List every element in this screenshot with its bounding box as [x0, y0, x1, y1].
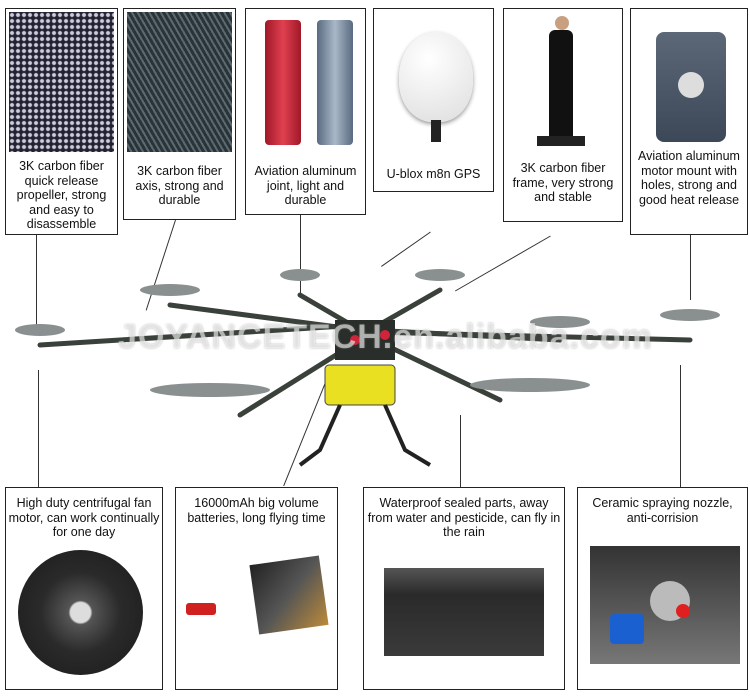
carbon-propeller-image	[9, 12, 114, 152]
feature-waterproof: Waterproof sealed parts, away from water…	[363, 487, 565, 690]
feature-battery: 16000mAh big volume batteries, long flyi…	[175, 487, 338, 690]
battery-image	[249, 555, 329, 635]
feature-nozzle: Ceramic spraying nozzle, anti-corrision	[577, 487, 748, 690]
frame-with-person-image	[507, 12, 619, 152]
drone-illustration	[15, 269, 720, 467]
nozzle-image	[590, 546, 740, 664]
feature-axis: 3K carbon fiber axis, strong and durable	[123, 8, 236, 220]
pointer-line	[300, 215, 301, 295]
motor-image	[18, 550, 143, 675]
pointer-line	[36, 235, 37, 325]
pointer-line	[460, 415, 461, 487]
feature-frame: 3K carbon fiber frame, very strong and s…	[503, 8, 623, 222]
gps-module-image	[377, 12, 490, 152]
feature-propeller: 3K carbon fiber quick release propeller,…	[5, 8, 118, 235]
pointer-line	[680, 365, 681, 487]
sealed-parts-image	[384, 568, 544, 656]
feature-motor-mount: Aviation aluminum motor mount with holes…	[630, 8, 748, 235]
pointer-line	[690, 235, 691, 300]
watermark: JOYANCETECH.en.alibaba.com	[118, 318, 653, 356]
feature-motor: High duty centrifugal fan motor, can wor…	[5, 487, 163, 690]
aluminum-joint-image	[249, 12, 362, 152]
motor-mount-image	[634, 12, 744, 147]
feature-joint: Aviation aluminum joint, light and durab…	[245, 8, 366, 215]
feature-gps: U-blox m8n GPS	[373, 8, 494, 192]
pointer-line	[38, 370, 39, 487]
battery-connector	[186, 603, 216, 615]
carbon-axis-image	[127, 12, 232, 152]
